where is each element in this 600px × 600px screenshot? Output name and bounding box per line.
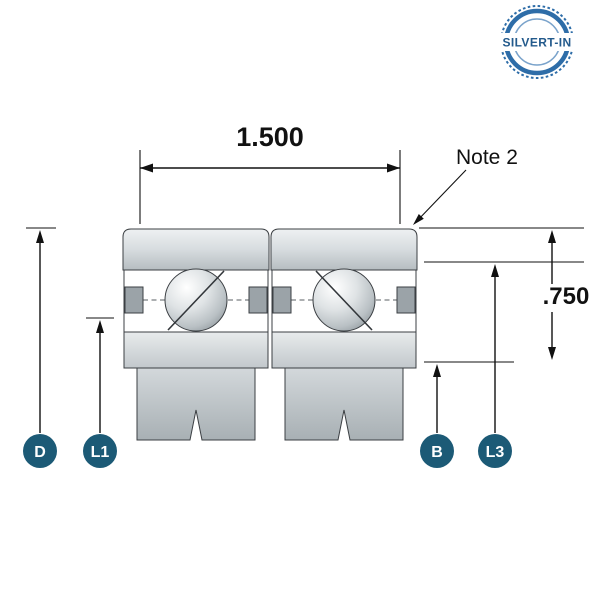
badge-b-label: B [431,444,443,461]
badge-b [420,434,454,468]
badge-l1-label: L1 [91,444,110,461]
logo-text: SILVERT-IN [502,36,571,50]
d-arrowhead [36,230,44,243]
contact-angle-line-right [315,270,373,331]
duplex-bearing-drawing [122,228,418,441]
arrowhead-up [548,230,556,243]
badge-d-label: D [34,444,46,461]
callout-d: D [23,227,57,468]
l1-arrowhead [96,320,104,333]
badge-l3-label: L3 [486,444,505,461]
bearing-unit-right [270,228,418,441]
callout-b: B [420,364,454,468]
badge-l1 [83,434,117,468]
logo-text-band [492,33,582,51]
b-arrowhead [433,364,441,377]
height-dimension-label: .750 [543,283,590,310]
badge-d [23,434,57,468]
note-callout: Note 2 [413,146,518,225]
badge-l3 [478,434,512,468]
arrowhead-down [548,347,556,360]
note-label: Note 2 [456,146,518,169]
bearing-unit-left [122,228,270,441]
arrowhead-left [140,163,153,173]
brand-logo: SILVERT-IN [492,5,582,79]
callout-l3: L3 [478,264,512,468]
l3-arrowhead [491,264,499,277]
width-dimension-label: 1.500 [236,122,304,152]
contact-angle-line-left [167,270,225,331]
width-dimension: 1.500 [139,122,401,224]
callout-l1: L1 [83,317,117,468]
height-dimension: .750 [419,227,590,363]
arrowhead-right [387,163,400,173]
note-leader-line [415,169,467,223]
note-arrowhead [413,214,424,225]
